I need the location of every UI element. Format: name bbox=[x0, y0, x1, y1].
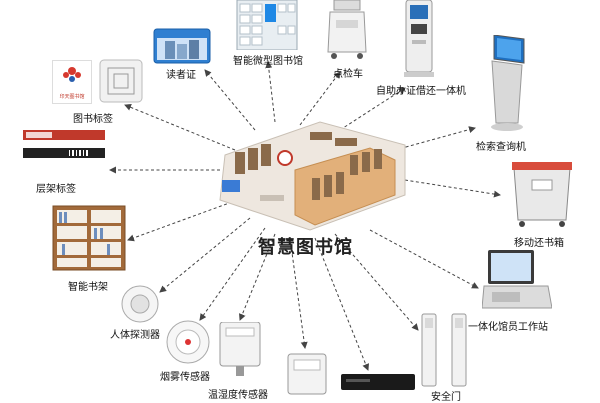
label-motion-detector: 人体探测器 bbox=[110, 330, 160, 341]
label-shelf-tag: 层架标签 bbox=[36, 184, 76, 195]
arrow-sensor2 bbox=[289, 237, 308, 349]
label-reader-card: 读者证 bbox=[166, 70, 196, 81]
label-smart-shelf: 智能书架 bbox=[68, 282, 108, 293]
query-kiosk-icon bbox=[491, 35, 525, 131]
label-temp-humidity: 温湿度传感器 bbox=[208, 390, 268, 401]
label-micro-library: 智能微型图书馆 bbox=[233, 56, 303, 67]
reader-card-icon bbox=[153, 28, 211, 64]
smoke-sensor-icon bbox=[166, 320, 210, 364]
arrow-reader-card bbox=[204, 69, 256, 131]
inspection-cart-icon bbox=[327, 0, 367, 59]
motion-detector-icon bbox=[121, 285, 159, 323]
arrow-book-tag bbox=[124, 104, 236, 151]
arrow-query bbox=[394, 126, 476, 151]
workstation-icon bbox=[482, 250, 552, 309]
logo-text: 印天图书馆 bbox=[59, 94, 85, 100]
arrow-micro-library bbox=[265, 61, 276, 123]
book-tag-icon bbox=[99, 59, 143, 103]
label-query-machine: 检索查询机 bbox=[476, 142, 526, 153]
self-service-kiosk-icon bbox=[404, 0, 434, 77]
label-security-gate: 安全门 bbox=[431, 392, 461, 403]
arrow-temp bbox=[239, 233, 276, 321]
label-workstation: 一体化馆员工作站 bbox=[468, 322, 548, 333]
shelf-tag-icon bbox=[23, 130, 105, 158]
arrow-smoke bbox=[199, 227, 266, 321]
label-inspection-cart: 点检车 bbox=[333, 69, 363, 80]
arrow-workstation bbox=[369, 229, 479, 289]
micro-library-icon bbox=[236, 0, 298, 50]
label-smoke-sensor: 烟雾传感器 bbox=[160, 372, 210, 383]
label-return-box: 移动还书箱 bbox=[514, 238, 564, 249]
book-tag-logo: 印天图书馆 bbox=[52, 60, 92, 104]
arrow-inspection-cart bbox=[299, 71, 341, 126]
arrow-reader-device bbox=[314, 237, 370, 371]
label-book-tag: 图书标签 bbox=[73, 114, 113, 125]
sensor-box-icon bbox=[287, 353, 327, 395]
arrow-return-box bbox=[404, 179, 501, 198]
security-gate-icon bbox=[421, 313, 467, 387]
arrow-gate bbox=[334, 233, 419, 331]
library-floorplan bbox=[219, 121, 406, 231]
arrow-smart-shelf bbox=[127, 201, 233, 242]
rfid-reader-device-icon bbox=[341, 374, 415, 390]
label-self-service: 自助办证借还一体机 bbox=[376, 86, 466, 97]
logo-flower-icon bbox=[63, 67, 81, 82]
temp-humidity-sensor-icon bbox=[219, 322, 261, 376]
smart-shelf-icon bbox=[52, 205, 126, 271]
return-box-icon bbox=[512, 162, 572, 227]
center-title: 智慧图书馆 bbox=[258, 237, 353, 258]
arrow-self-service bbox=[339, 87, 406, 131]
arrow-motion bbox=[159, 217, 251, 293]
